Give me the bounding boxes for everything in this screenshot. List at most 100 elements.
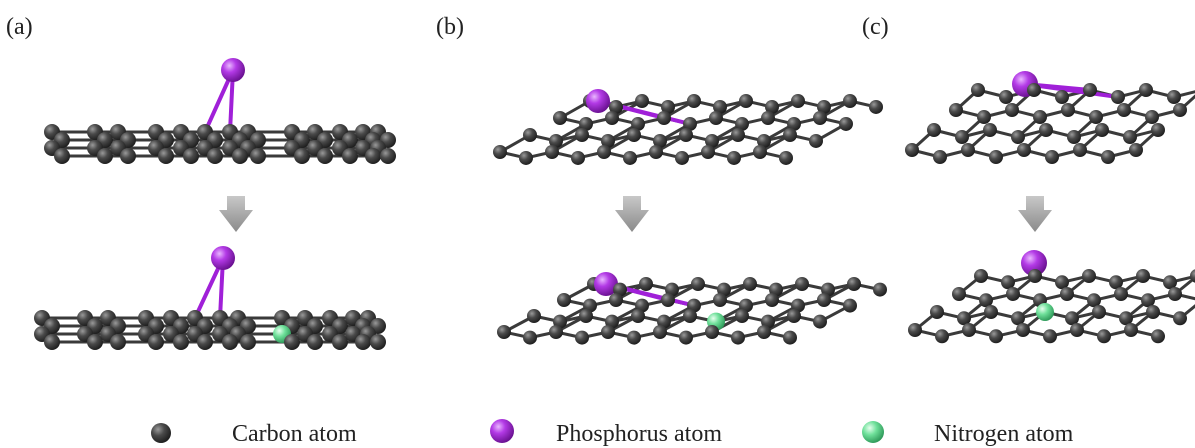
carbon-atom [1190, 269, 1195, 283]
carbon-atom [735, 309, 749, 323]
carbon-atom [1028, 269, 1042, 283]
carbon-atom [609, 99, 623, 114]
structure-a-after [34, 246, 386, 350]
carbon-atom [783, 128, 797, 142]
carbon-atom [1168, 287, 1182, 301]
carbon-atom [519, 150, 533, 165]
carbon-atom [1001, 275, 1015, 290]
carbon-atom [983, 123, 997, 137]
carbon-atom [817, 293, 831, 307]
carbon-atom [1083, 83, 1097, 97]
panel-label-c: (c) [862, 14, 889, 40]
carbon-atom [955, 130, 969, 144]
carbon-atom [605, 111, 619, 125]
carbon-atom [222, 334, 238, 350]
structure-a-before [44, 58, 396, 164]
legend-phosphorus-icon [490, 419, 514, 443]
carbon-atom [735, 116, 749, 131]
carbon-atom [1082, 269, 1096, 283]
carbon-atom [962, 323, 976, 337]
arrow-down-icon [1018, 196, 1052, 232]
carbon-atom [679, 330, 693, 345]
carbon-atom [952, 287, 966, 301]
structure-b-after [497, 272, 887, 345]
carbon-atom [342, 148, 358, 164]
carbon-atom [743, 277, 757, 291]
panel-label-a: (a) [6, 14, 33, 40]
carbon-atom [1055, 275, 1069, 290]
carbon-atom [183, 148, 199, 164]
carbon-atom [765, 293, 779, 307]
carbon-atom [549, 325, 563, 339]
carbon-atom [1095, 123, 1109, 137]
nitrogen-atom [1036, 303, 1054, 321]
carbon-atom [635, 94, 649, 108]
carbon-atom [787, 116, 801, 131]
carbon-atom [653, 325, 667, 339]
carbon-atom [148, 334, 164, 350]
carbon-atom [579, 116, 593, 131]
carbon-atom [809, 133, 823, 148]
carbon-atom [207, 148, 223, 164]
carbon-atom [1055, 90, 1069, 104]
carbon-atom [679, 128, 693, 142]
carbon-atom [783, 330, 797, 345]
carbon-atom [1146, 305, 1160, 319]
carbon-atom [365, 148, 381, 164]
carbon-atom [661, 293, 675, 307]
carbon-atom [1043, 329, 1057, 344]
carbon-atom [761, 111, 775, 125]
phosphorus-atom [594, 272, 618, 296]
carbon-atom [713, 293, 727, 307]
carbon-atom [705, 325, 719, 339]
carbon-atom [753, 145, 767, 159]
structure-b-before [493, 89, 883, 165]
carbon-atom [97, 148, 113, 164]
carbon-atom [649, 145, 663, 159]
carbon-atom [813, 314, 827, 329]
carbon-atom [843, 94, 857, 108]
carbon-atom [1065, 311, 1079, 326]
carbon-atom [1011, 130, 1025, 144]
carbon-atom [1117, 103, 1131, 117]
carbon-atom [639, 277, 653, 291]
carbon-atom [1109, 275, 1123, 290]
carbon-atom [847, 277, 861, 291]
carbon-atom [1070, 323, 1084, 337]
carbon-atom [575, 128, 589, 142]
phosphorus-atom [586, 89, 610, 113]
carbon-atom [240, 334, 256, 350]
panel-label-b: (b) [436, 14, 464, 40]
carbon-atom [549, 133, 563, 148]
carbon-atom [705, 133, 719, 148]
carbon-atom [979, 293, 993, 308]
carbon-atom [1092, 305, 1106, 319]
carbon-atom [933, 150, 947, 164]
legend-nitrogen-label: Nitrogen atom [934, 421, 1074, 447]
carbon-atom [977, 110, 991, 124]
carbon-atom [623, 150, 637, 165]
carbon-atom [158, 148, 174, 164]
carbon-atom [709, 111, 723, 125]
carbon-atom [110, 334, 126, 350]
carbon-atom [370, 334, 386, 350]
carbon-atom [1017, 143, 1031, 157]
carbon-atom [905, 143, 919, 157]
carbon-atom [380, 148, 396, 164]
carbon-atom [54, 148, 70, 164]
carbon-atom [1067, 130, 1081, 144]
carbon-atom [627, 128, 641, 142]
carbon-atom [1033, 110, 1047, 124]
carbon-atom [1173, 103, 1187, 117]
bond [1023, 82, 1120, 99]
carbon-atom [1163, 275, 1177, 290]
carbon-atom [908, 323, 922, 337]
carbon-atom [757, 325, 771, 339]
carbon-atom [1167, 90, 1181, 104]
carbon-atom [120, 148, 136, 164]
carbon-atom [1089, 110, 1103, 124]
carbon-atom [1073, 143, 1087, 157]
carbon-atom [791, 94, 805, 108]
carbon-atom [961, 143, 975, 157]
carbon-atom [657, 111, 671, 125]
